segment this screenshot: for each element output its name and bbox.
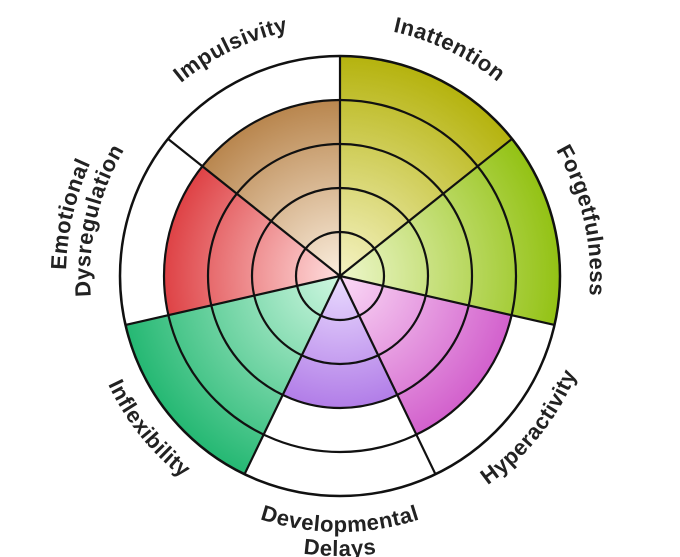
grid-spoke xyxy=(243,275,341,475)
grid-spoke xyxy=(167,137,341,277)
segment-impulsivity xyxy=(202,100,340,276)
grid-spoke xyxy=(339,274,555,327)
label-developmental-delays-line-2: Delays xyxy=(303,534,378,557)
segment-forgetfulness xyxy=(340,138,560,325)
grid-spoke xyxy=(125,274,341,327)
label-developmental-delays-line-1: Developmental xyxy=(258,500,421,537)
segment-developmental-delays xyxy=(282,276,398,409)
grid-spoke xyxy=(339,275,437,475)
grid-spoke xyxy=(339,137,513,277)
segment-inattention xyxy=(340,56,512,276)
grid xyxy=(118,54,562,498)
